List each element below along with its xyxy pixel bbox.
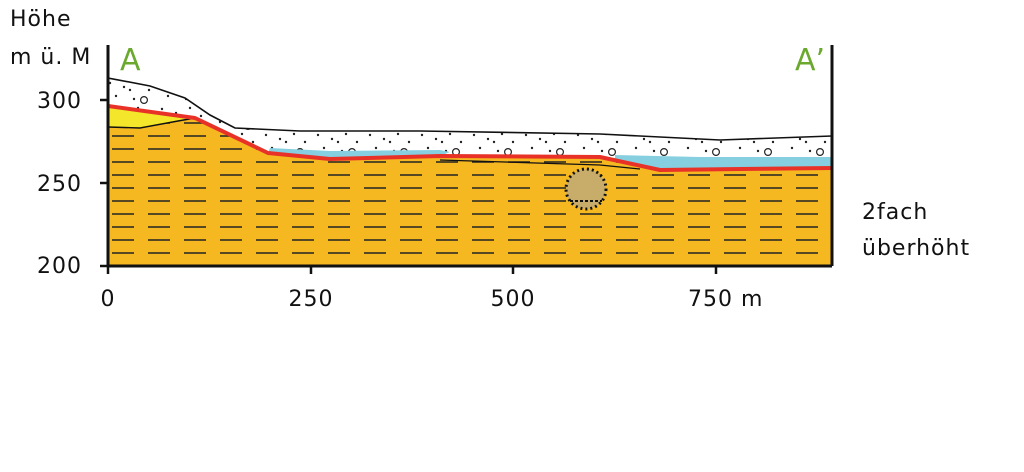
gravel-base-line xyxy=(108,117,196,129)
red-boundary-line xyxy=(108,104,832,172)
section-end-label: A’ xyxy=(795,43,825,78)
section-start-label: A xyxy=(120,43,141,78)
x-tick-label: 500 xyxy=(491,287,536,312)
yellow-lens-layer xyxy=(108,108,195,128)
y-tick-label: 250 xyxy=(37,172,82,197)
gravel-pattern-fill xyxy=(108,78,832,170)
y-tick-label: 300 xyxy=(37,89,82,114)
x-tick-label: 750 m xyxy=(688,287,763,312)
inner-contact-line xyxy=(439,159,641,170)
axis-title-line2: m ü. M xyxy=(10,45,91,70)
groundwater-right xyxy=(615,155,832,170)
exaggeration-note-line2: überhöht xyxy=(862,236,970,261)
x-tick-label: 250 xyxy=(289,287,334,312)
terrain-surface-line xyxy=(108,77,832,141)
inclusion-marker xyxy=(564,167,608,211)
exaggeration-note-line1: 2fach xyxy=(862,200,928,225)
x-tick-label: 0 xyxy=(101,287,116,312)
bedrock-pattern xyxy=(108,106,832,266)
y-tick-label: 200 xyxy=(37,254,82,279)
axis-title-line1: Höhe xyxy=(10,7,71,32)
